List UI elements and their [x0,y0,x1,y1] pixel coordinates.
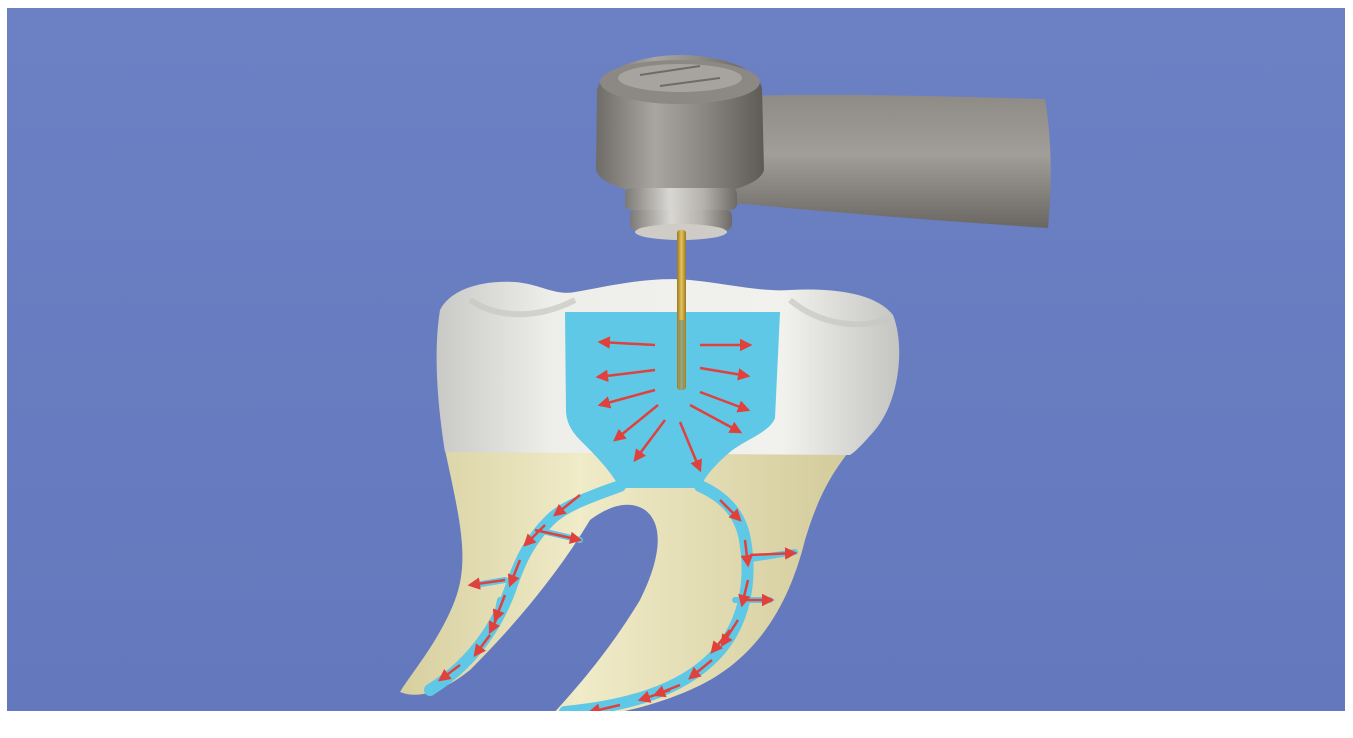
endodontic-file [677,230,686,390]
handpiece-chuck [625,188,737,210]
